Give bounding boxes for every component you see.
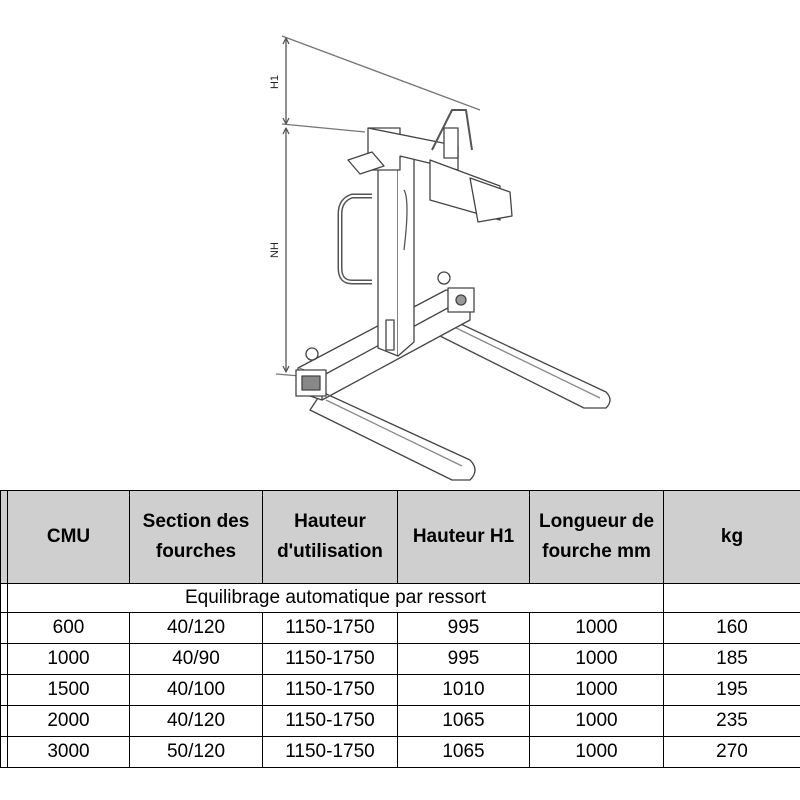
cell-longueur: 1000	[529, 612, 664, 644]
dim-nh-label: NH	[269, 242, 281, 258]
table-row: 1000 40/90 1150-1750 995 1000 185	[0, 643, 800, 675]
cell-hauteur-h1: 1065	[397, 705, 530, 737]
cell-kg: 160	[663, 612, 800, 644]
cell-hauteur-h1: 995	[397, 612, 530, 644]
cell-hauteur-utilisation: 1150-1750	[262, 643, 398, 675]
cell-cmu: 1000	[7, 643, 130, 675]
header-longueur: Longueur de fourche mm	[529, 490, 664, 584]
mast-slot	[403, 189, 408, 251]
cell-section: 40/120	[129, 705, 263, 737]
table-row: 3000 50/120 1150-1750 1065 1000 270	[0, 736, 800, 768]
cell-cmu: 3000	[7, 736, 130, 768]
dim-h1-label: H1	[269, 75, 281, 89]
cell-hauteur-h1: 1065	[397, 736, 530, 768]
row-blank	[0, 736, 8, 768]
header-hauteur-utilisation: Hauteur d'utilisation	[262, 490, 398, 584]
cell-cmu: 600	[7, 612, 130, 644]
cell-kg: 270	[663, 736, 800, 768]
cell-hauteur-h1: 995	[397, 643, 530, 675]
cell-longueur: 1000	[529, 674, 664, 706]
cell-section: 50/120	[129, 736, 263, 768]
cell-hauteur-utilisation: 1150-1750	[262, 612, 398, 644]
cell-longueur: 1000	[529, 705, 664, 737]
cell-section: 40/100	[129, 674, 263, 706]
caption-blank	[0, 583, 8, 613]
cell-cmu: 2000	[7, 705, 130, 737]
header-section: Section des fourches	[129, 490, 263, 584]
table-row: 2000 40/120 1150-1750 1065 1000 235	[0, 705, 800, 737]
header-cmu: CMU	[7, 490, 130, 584]
cell-hauteur-utilisation: 1150-1750	[262, 674, 398, 706]
row-blank	[0, 705, 8, 737]
header-blank	[0, 490, 8, 584]
table-row: 1500 40/100 1150-1750 1010 1000 195	[0, 674, 800, 706]
header-hauteur-h1: Hauteur H1	[397, 490, 530, 584]
arrowhead	[282, 37, 290, 373]
cell-kg: 235	[663, 705, 800, 737]
cell-section: 40/90	[129, 643, 263, 675]
row-blank	[0, 674, 8, 706]
grab-handle	[337, 193, 372, 285]
lifting-eye-right	[437, 271, 451, 285]
cell-longueur: 1000	[529, 643, 664, 675]
cell-hauteur-h1: 1010	[397, 674, 530, 706]
cell-hauteur-utilisation: 1150-1750	[262, 705, 398, 737]
cell-kg: 195	[663, 674, 800, 706]
cell-kg: 185	[663, 643, 800, 675]
spec-table: CMU Section des fourches Hauteur d'utili…	[0, 490, 800, 768]
cell-cmu: 1500	[7, 674, 130, 706]
table-row: 600 40/120 1150-1750 995 1000 160	[0, 612, 800, 644]
row-blank	[0, 643, 8, 675]
header-row: CMU Section des fourches Hauteur d'utili…	[0, 490, 800, 584]
caption-row: Equilibrage automatique par ressort	[0, 583, 800, 613]
cell-section: 40/120	[129, 612, 263, 644]
caption-end	[663, 583, 800, 613]
table-caption: Equilibrage automatique par ressort	[7, 583, 664, 613]
lifting-eye-left	[305, 347, 319, 361]
pallet-fork-drawing: H1 NH	[269, 35, 611, 481]
header-kg: kg	[663, 490, 800, 584]
fork-right	[439, 317, 611, 409]
dimension-line-mid	[281, 123, 366, 133]
cell-longueur: 1000	[529, 736, 664, 768]
fork-left	[309, 391, 476, 481]
row-blank	[0, 612, 8, 644]
cell-hauteur-utilisation: 1150-1750	[262, 736, 398, 768]
dimension-line-top	[281, 35, 481, 111]
